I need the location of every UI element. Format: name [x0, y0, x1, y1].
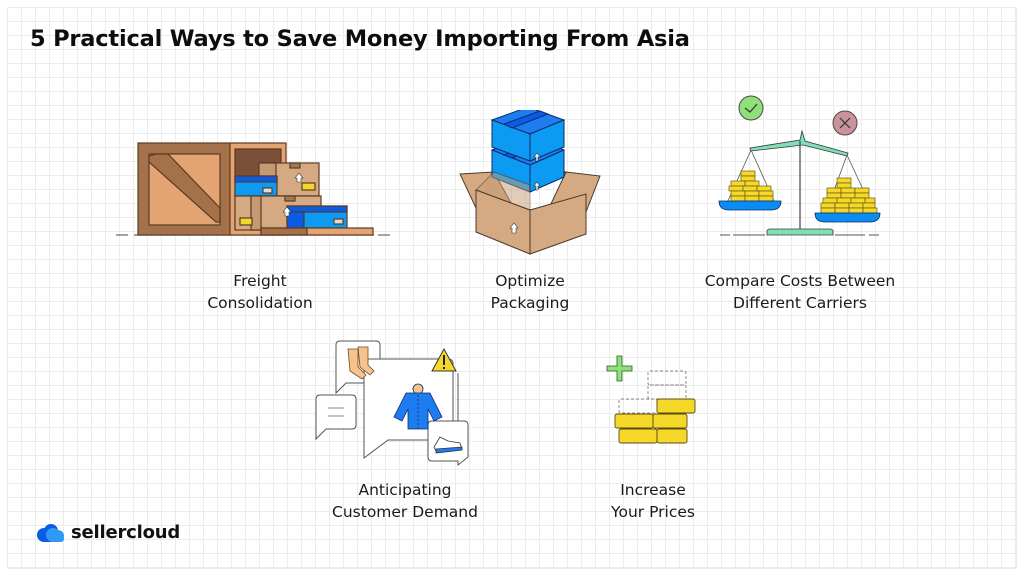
item-label-freight-consolidation: Freight Consolidation: [207, 272, 313, 312]
chat-bubbles-apparel-icon: [315, 340, 469, 467]
item-label-compare-costs: Compare Costs Between Different Carriers: [704, 272, 896, 312]
logo-text: sellercloud: [71, 522, 181, 543]
cloud-icon: [37, 523, 64, 542]
item-label-increase-prices: Increase Your Prices: [611, 481, 695, 521]
crate-with-boxes-icon: [116, 142, 390, 236]
coin-stack-plus-icon: [606, 355, 696, 444]
balance-scale-coins-icon: [718, 95, 881, 236]
sellercloud-logo: sellercloud: [35, 522, 180, 543]
item-label-optimize-packaging: Optimize Packaging: [490, 272, 570, 312]
item-label-anticipating-demand: Anticipating Customer Demand: [332, 481, 478, 521]
nested-boxes-icon: [459, 110, 601, 255]
page-title: 5 Practical Ways to Save Money Importing…: [30, 26, 690, 52]
background-grid: [7, 7, 1017, 569]
